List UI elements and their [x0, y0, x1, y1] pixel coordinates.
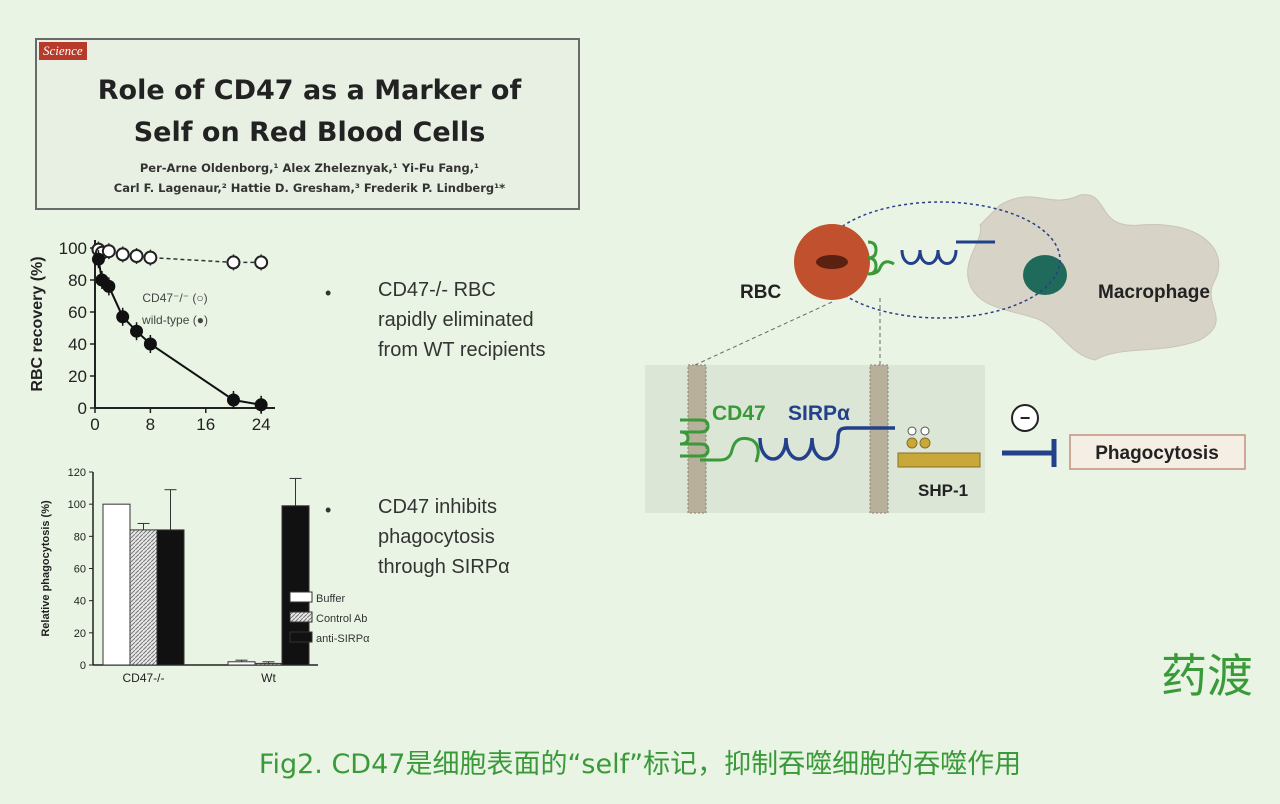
- x-tick-label: 24: [252, 415, 271, 434]
- data-point-cd47: [91, 252, 105, 266]
- paper-title-line2: Self on Red Blood Cells: [133, 117, 486, 148]
- paper-authors-line1: Per-Arne Oldenborg,¹ Alex Zheleznyak,¹ Y…: [139, 161, 480, 175]
- phagocytosis-box: [1069, 434, 1246, 470]
- y-axis-label: Relative phagocytosis (%): [40, 500, 52, 637]
- bullet-1-line3: from WT recipients: [378, 339, 546, 361]
- cd47-label: CD47: [712, 402, 766, 425]
- cd47-small: [867, 240, 895, 276]
- bullet-1-line2: rapidly eliminated: [378, 309, 534, 331]
- legend-entry: CD47⁻/⁻ (○): [142, 291, 207, 305]
- legend-swatch: [289, 631, 313, 643]
- y-tick-label: 0: [78, 399, 87, 418]
- macrophage-membrane: [869, 364, 889, 514]
- sirpa-label: SIRPα: [788, 402, 850, 425]
- y-tick-label: 40: [68, 335, 87, 354]
- y-tick-label: 120: [68, 467, 86, 479]
- paper-title: Role of CD47 as a Marker of Self on Red …: [37, 70, 582, 154]
- category-label: Wt: [261, 671, 276, 685]
- shp1-label: SHP-1: [918, 481, 968, 500]
- y-axis-label: RBC recovery (%): [29, 256, 46, 391]
- rbc-label: RBC: [740, 282, 781, 303]
- sirpa-small: [900, 240, 995, 265]
- cd47-sirpa-diagram: RBC Macrophage CD47 SIRPα SHP-1 − Phagoc…: [645, 194, 1246, 514]
- bullet-1-line1: CD47-/- RBC: [378, 279, 496, 301]
- data-point-wildtype: [115, 247, 130, 262]
- y-tick-label: 80: [68, 271, 87, 290]
- data-point-cd47: [130, 324, 144, 338]
- bar: [156, 529, 185, 666]
- data-point-wildtype: [254, 255, 269, 270]
- data-point-cd47: [116, 310, 130, 324]
- x-tick-label: 0: [90, 415, 99, 434]
- bullet-dot: •: [325, 500, 332, 520]
- paper-title-line1: Role of CD47 as a Marker of: [97, 75, 522, 106]
- data-point-cd47: [143, 337, 157, 351]
- data-point-cd47: [254, 398, 268, 412]
- inhibit-circle: [1011, 404, 1039, 432]
- series-line-cd47: [97, 259, 262, 406]
- y-tick-label: 100: [68, 499, 86, 511]
- bar: [254, 662, 283, 666]
- inhibit-symbol: −: [1020, 408, 1031, 428]
- watermark-logo: 药渡: [1161, 649, 1253, 703]
- legend-label: Buffer: [316, 593, 345, 605]
- bar: [227, 661, 256, 666]
- journal-logo: Science: [39, 42, 87, 60]
- rbc-recovery-chart: 0 20 40 60 80 100 0 8 16 24 RBC recovery (%) CD47⁻/…: [29, 239, 275, 434]
- legend-entry: wild-type (●): [141, 313, 208, 327]
- paper-authors-line2: Carl F. Lagenaur,² Hattie D. Gresham,³ F…: [113, 181, 506, 195]
- data-point-cd47: [226, 393, 240, 407]
- macrophage-nucleus: [1023, 255, 1067, 295]
- bar: [129, 529, 158, 666]
- y-tick-label: 80: [74, 531, 86, 543]
- category-label: CD47-/-: [122, 671, 164, 685]
- bullet-2-line1: CD47 inhibits: [378, 496, 497, 518]
- data-point-cd47: [102, 279, 116, 293]
- bullet-dot: •: [325, 283, 332, 303]
- cd47-protein: [679, 418, 760, 463]
- y-tick-label: 60: [74, 564, 86, 576]
- rbc-membrane: [687, 364, 707, 514]
- data-point-wildtype: [143, 250, 158, 265]
- data-point-wildtype: [226, 255, 241, 270]
- data-point-wildtype: [129, 249, 144, 263]
- y-tick-label: 20: [74, 628, 86, 640]
- paper-header: Science Role of CD47 as a Marker of Self…: [35, 38, 580, 210]
- macrophage-cell: [967, 194, 1220, 361]
- macrophage-label: Macrophage: [1098, 282, 1210, 303]
- shp1-protein: [897, 452, 981, 468]
- bar: [102, 503, 131, 666]
- y-tick-label: 40: [74, 596, 86, 608]
- y-tick-label: 100: [59, 239, 87, 258]
- paper-authors: Per-Arne Oldenborg,¹ Alex Zheleznyak,¹ Y…: [37, 158, 582, 198]
- synapse-circle: [819, 201, 1061, 319]
- bullet-2-line2: phagocytosis: [378, 526, 495, 548]
- y-tick-label: 0: [80, 660, 86, 672]
- legend-swatch: [289, 611, 313, 623]
- rbc-center: [816, 255, 848, 269]
- sirpa-protein: [758, 426, 895, 461]
- legend-swatch: [289, 591, 313, 603]
- bullet-2-line3: through SIRPα: [378, 556, 510, 578]
- y-tick-label: 20: [68, 367, 87, 386]
- figure-caption: Fig2. CD47是细胞表面的“self”标记，抑制吞噬细胞的吞噬作用: [258, 749, 1022, 780]
- y-tick-label: 60: [68, 303, 87, 322]
- data-point-wildtype: [101, 244, 116, 259]
- x-tick-label: 16: [196, 415, 215, 434]
- legend-label: anti-SIRPα: [316, 633, 370, 645]
- x-tick-label: 8: [146, 415, 155, 434]
- phagocytosis-label: Phagocytosis: [1095, 443, 1219, 464]
- legend-label: Control Ab: [316, 613, 367, 625]
